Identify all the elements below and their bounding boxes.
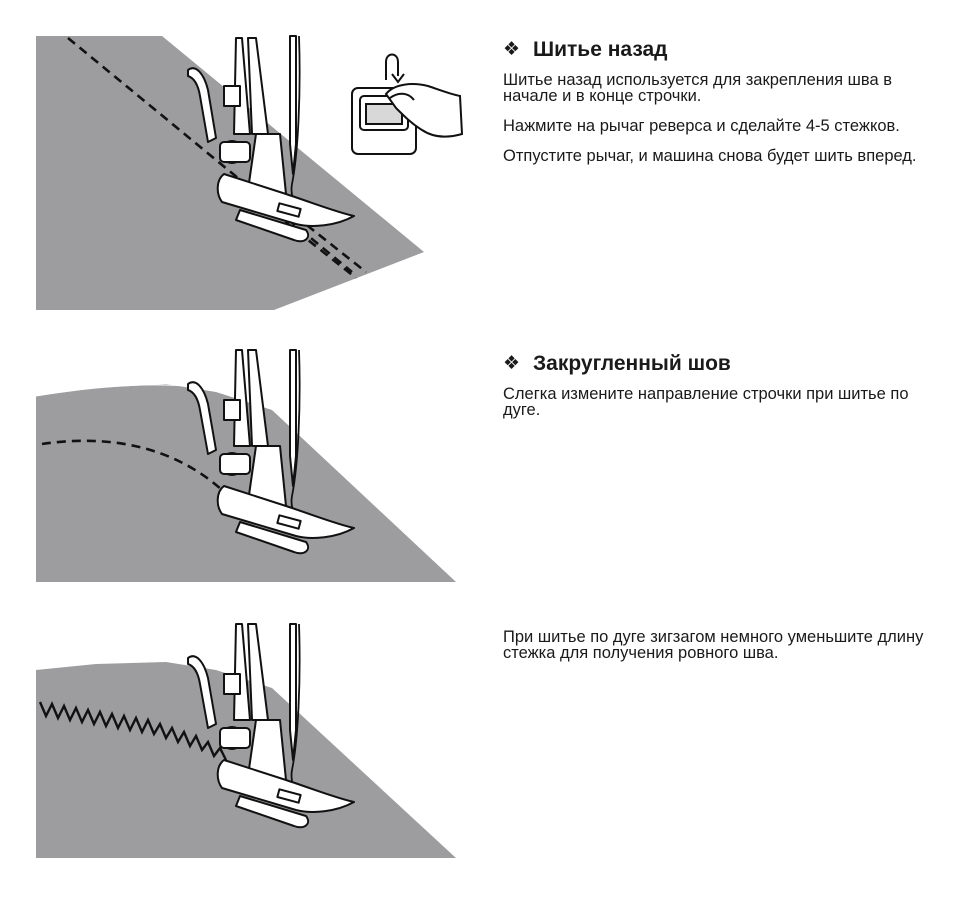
four-diamond-bullet-icon: ❖ [503, 39, 521, 60]
paragraph: Нажмите на рычаг реверса и сделайте 4-5 … [503, 117, 900, 135]
reverse-lever-icon [351, 53, 464, 155]
reverse-stitch-text: ❖ Шитье назад Шитье назад используется д… [503, 38, 933, 178]
zigzag-stitch [38, 701, 228, 761]
presser-foot [187, 35, 355, 243]
presser-foot [187, 623, 355, 829]
section-heading: ❖ Закругленный шов [503, 352, 933, 376]
curved-seam-text: ❖ Закругленный шов Слегка измените напра… [503, 352, 933, 432]
reverse-stitch-illustration [36, 34, 466, 324]
heading-text: Закругленный шов [533, 352, 731, 375]
fabric [36, 662, 456, 858]
four-diamond-bullet-icon: ❖ [503, 353, 521, 374]
curved-seam-illustration [36, 348, 466, 638]
paragraph: Отпустите рычаг, и машина снова будет ши… [503, 147, 917, 165]
paragraph: При шитье по дуге зигзагом немного умень… [503, 628, 924, 662]
curved-zigzag-illustration [36, 620, 466, 910]
presser-foot [187, 349, 355, 555]
curved-zigzag-text: При шитье по дуге зигзагом немного умень… [503, 629, 933, 675]
fabric [36, 384, 456, 582]
paragraph: Шитье назад используется для закрепления… [503, 71, 892, 105]
section-heading: ❖ Шитье назад [503, 38, 933, 62]
paragraph: Слегка измените направление строчки при … [503, 385, 909, 419]
heading-text: Шитье назад [533, 38, 668, 61]
